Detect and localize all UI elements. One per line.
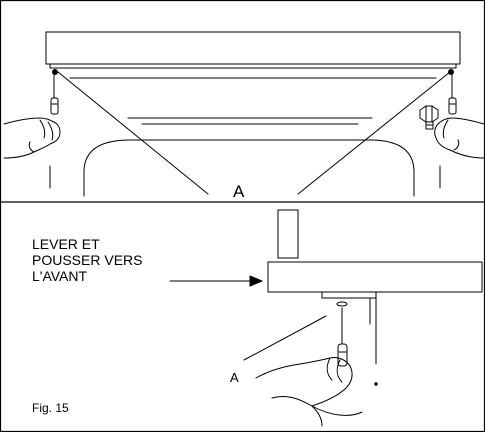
- side-slab: [267, 261, 483, 293]
- bottom-callout-line: [243, 315, 327, 361]
- instruction-line: L'AVANT: [32, 268, 88, 284]
- callout-label-a-bottom: A: [230, 370, 239, 385]
- right-screwdriver-icon: [448, 73, 457, 115]
- cabinet-front-dot: [374, 382, 378, 386]
- right-screw: [448, 69, 454, 75]
- bolt-icon: [419, 105, 439, 130]
- callout-line-left: [57, 71, 209, 195]
- left-screwdriver-icon: [50, 73, 59, 115]
- hand-bottom-icon: [255, 357, 363, 427]
- left-screw: [52, 69, 58, 75]
- screwdriver-bottom-icon: [337, 307, 348, 367]
- countertop-slab: [45, 31, 461, 65]
- appliance-outline: [83, 139, 415, 197]
- countertop-front-view: [45, 31, 461, 197]
- screw-hole: [336, 301, 348, 307]
- figure-caption: Fig. 15: [32, 401, 69, 415]
- right-hand-icon: [434, 117, 485, 159]
- back-upright: [277, 209, 299, 259]
- instruction-line: POUSSER VERS: [32, 252, 143, 268]
- push-instruction-text: LEVER ET POUSSER VERS L'AVANT: [32, 236, 182, 284]
- countertop-side-view: [267, 209, 483, 386]
- instruction-line: LEVER ET: [32, 236, 100, 252]
- top-callout-lines: [57, 71, 451, 195]
- callout-line-right: [297, 71, 451, 195]
- push-arrow: [169, 275, 263, 287]
- left-hand-icon: [3, 117, 61, 159]
- callout-label-a-top: A: [233, 182, 245, 201]
